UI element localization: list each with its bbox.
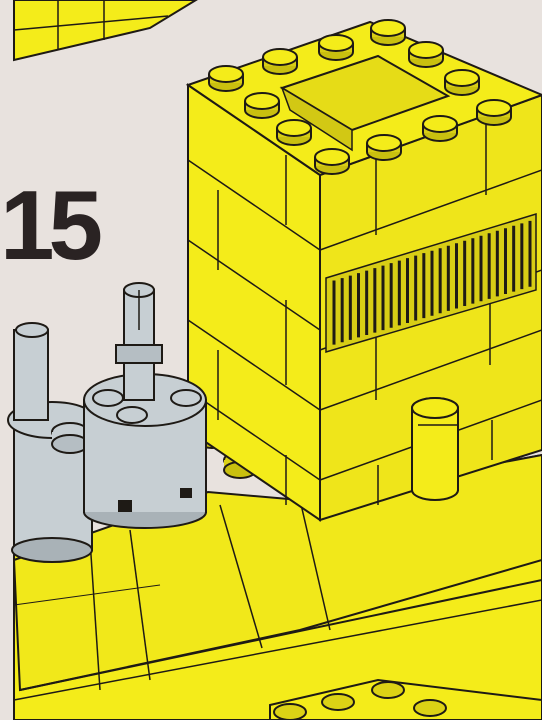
stud-top [319,35,353,51]
grey-radar-dish-icon [8,283,206,562]
step-number: 15 [0,176,97,274]
stud-top [477,100,511,116]
stud-top [423,116,457,132]
cylinder-brick-icon [412,398,458,500]
stud-top [409,42,443,58]
stud-top [263,49,297,65]
stud-top [371,20,405,36]
stud-top [245,93,279,109]
previous-step-brick-fragment [14,0,196,60]
stud-top [445,70,479,86]
stud-top [209,66,243,82]
stud-top [277,120,311,136]
stud-top [367,135,401,151]
stud-top [315,149,349,165]
